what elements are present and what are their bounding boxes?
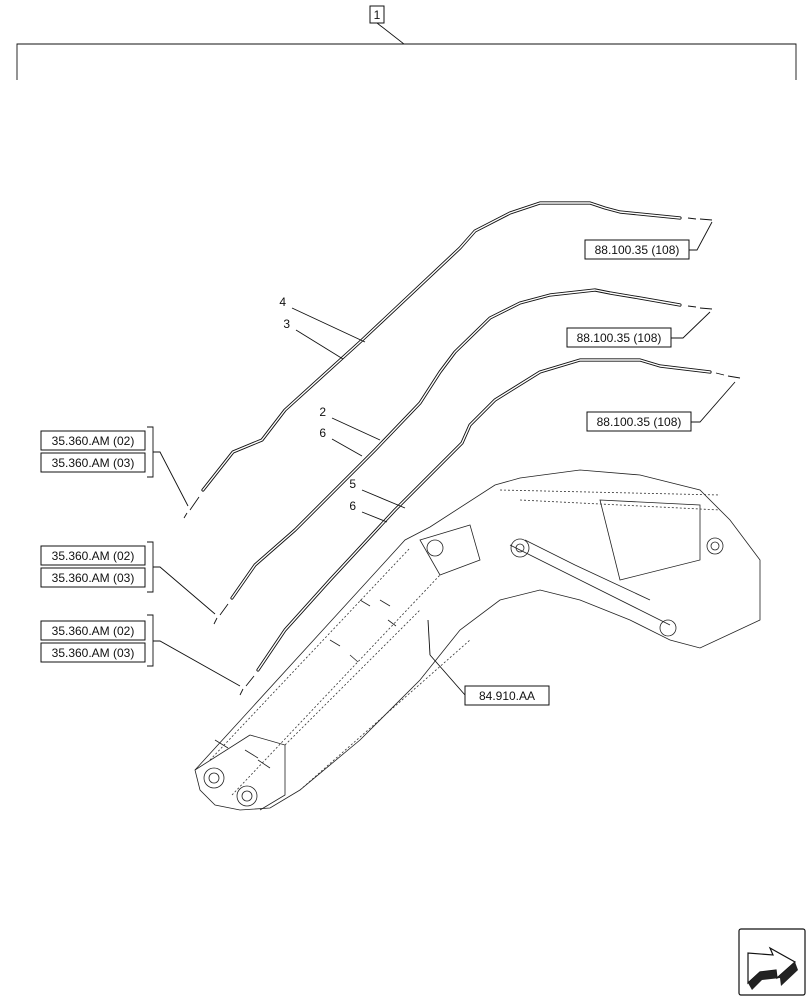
reference-boom[interactable]: 84.910.AA bbox=[427, 619, 550, 706]
callout-3: 3 bbox=[283, 317, 290, 331]
reference-label: 88.100.35 (108) bbox=[595, 243, 680, 257]
reference-label: 88.100.35 (108) bbox=[577, 331, 662, 345]
reference-label: 35.360.AM (02) bbox=[52, 624, 135, 638]
reference-label: 35.360.AM (03) bbox=[52, 646, 135, 660]
excavator-boom bbox=[194, 469, 761, 811]
reference-label: 84.910.AA bbox=[479, 689, 535, 703]
callout-2: 2 bbox=[319, 405, 326, 419]
reference-group-left-3[interactable]: 35.360.AM (02) 35.360.AM (03) bbox=[40, 614, 241, 687]
reference-top-right-3[interactable]: 88.100.35 (108) bbox=[586, 381, 736, 432]
pipe-assembly-lower bbox=[239, 358, 741, 696]
reference-group-left-1[interactable]: 35.360.AM (02) 35.360.AM (03) bbox=[40, 426, 189, 507]
reference-top-right-1[interactable]: 88.100.35 (108) bbox=[584, 221, 713, 260]
callout-6-upper: 6 bbox=[319, 426, 326, 440]
assembly-callout: 1 bbox=[369, 5, 385, 24]
reference-label: 35.360.AM (02) bbox=[52, 434, 135, 448]
reference-top-right-2[interactable]: 88.100.35 (108) bbox=[566, 311, 711, 348]
callout-4: 4 bbox=[279, 295, 286, 309]
reference-label: 35.360.AM (03) bbox=[52, 456, 135, 470]
reference-label: 88.100.35 (108) bbox=[597, 415, 682, 429]
pipe-assembly-upper bbox=[183, 201, 713, 519]
navigation-arrow-icon[interactable] bbox=[738, 928, 806, 996]
callout-6-lower: 6 bbox=[349, 499, 356, 513]
pipe-callouts: 4 3 2 6 5 6 bbox=[279, 295, 406, 523]
assembly-brace bbox=[16, 22, 797, 80]
reference-label: 35.360.AM (03) bbox=[52, 571, 135, 585]
assembly-callout-number: 1 bbox=[374, 8, 381, 22]
reference-label: 35.360.AM (02) bbox=[52, 549, 135, 563]
callout-5: 5 bbox=[349, 477, 356, 491]
reference-group-left-2[interactable]: 35.360.AM (02) 35.360.AM (03) bbox=[40, 541, 216, 615]
pipe-assembly-middle bbox=[213, 288, 713, 625]
